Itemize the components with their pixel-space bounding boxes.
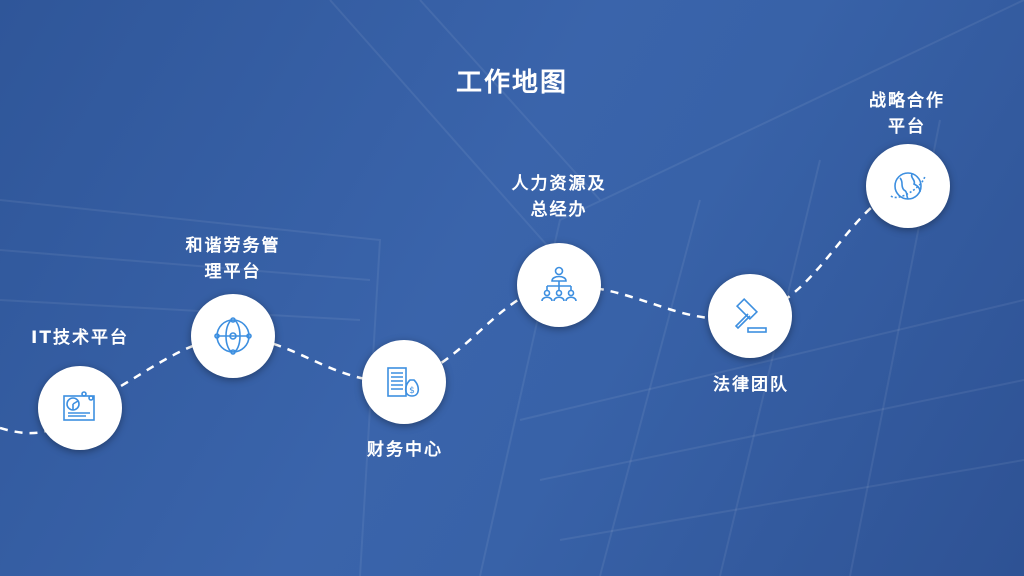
label-labor: 和谐劳务管理平台 — [153, 233, 313, 285]
svg-text:$: $ — [409, 386, 415, 396]
org-chart-icon — [541, 266, 577, 302]
label-finance: 财务中心 — [325, 437, 485, 463]
label-line: 和谐劳务管 — [185, 236, 281, 256]
label-line: 平台 — [888, 117, 926, 137]
globe-orbit-icon — [890, 172, 926, 200]
node-it[interactable] — [38, 366, 122, 450]
node-hr[interactable] — [517, 243, 601, 327]
label-hr: 人力资源及总经办 — [479, 171, 639, 223]
node-legal[interactable] — [708, 274, 792, 358]
label-it: IT技术平台 — [0, 325, 160, 351]
report-chart-icon — [63, 391, 95, 421]
network-globe-icon — [214, 317, 252, 355]
label-line: 总经办 — [530, 200, 588, 220]
label-legal: 法律团队 — [671, 372, 831, 398]
gavel-icon — [734, 297, 767, 333]
label-strategy: 战略合作平台 — [827, 88, 987, 140]
page-title: 工作地图 — [455, 68, 568, 98]
label-line: 财务中心 — [367, 440, 443, 460]
label-line: 法律团队 — [713, 375, 789, 395]
label-line: 理平台 — [204, 262, 262, 282]
node-labor[interactable] — [191, 294, 275, 378]
label-line: IT技术平台 — [31, 328, 129, 348]
label-line: 人力资源及 — [511, 174, 607, 194]
node-finance[interactable]: $ — [362, 340, 446, 424]
node-strategy[interactable] — [866, 144, 950, 228]
label-line: 战略合作 — [869, 91, 945, 111]
building-money-icon: $ — [387, 367, 420, 397]
